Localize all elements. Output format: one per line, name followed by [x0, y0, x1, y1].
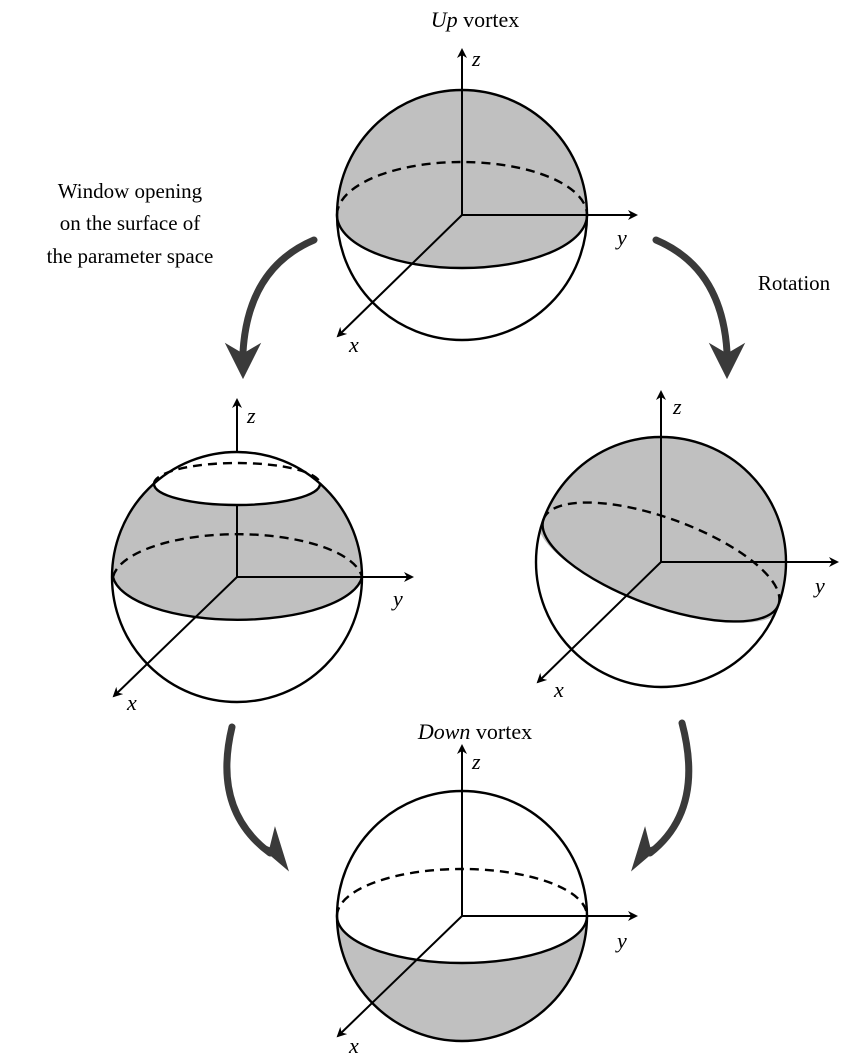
- down-vortex-title: Down vortex: [417, 719, 532, 744]
- y-label: y: [813, 573, 825, 598]
- equator-front: [111, 576, 364, 622]
- y-label: y: [615, 928, 627, 953]
- tilted-hemisphere-shade: [537, 437, 786, 623]
- x-label: x: [348, 1033, 359, 1057]
- tilted-equator-front: [541, 518, 780, 623]
- arrow-up-to-window: [224, 236, 318, 380]
- lower-hemisphere-shade: [337, 916, 587, 1041]
- tilted-equator-back: [542, 501, 781, 606]
- rotation-label: Rotation: [758, 271, 831, 295]
- equator-back: [335, 160, 589, 216]
- x-label: x: [126, 690, 137, 715]
- z-label: z: [471, 46, 481, 71]
- z-label: z: [672, 394, 682, 419]
- y-label: y: [615, 225, 627, 250]
- x-label: x: [348, 332, 359, 357]
- window-label-line-3: the parameter space: [47, 244, 214, 268]
- arrow-window-to-down: [223, 723, 289, 872]
- x-axis: [536, 561, 662, 684]
- sphere-up-vortex: z y x: [335, 46, 638, 357]
- arrow-up-to-rotation: [652, 236, 746, 380]
- x-label: x: [553, 677, 564, 702]
- x-axis: [112, 576, 238, 698]
- window-label-line-2: on the surface of: [60, 211, 201, 235]
- window-label-line-1: Window opening: [58, 179, 203, 203]
- arrow-rotation-to-down: [631, 719, 693, 872]
- up-vortex-title: Up vortex: [431, 7, 520, 32]
- z-label: z: [471, 749, 481, 774]
- sphere-rotation: z y x: [534, 390, 839, 702]
- sphere-window-opening: z y x: [110, 398, 414, 715]
- window-front-edge: [152, 483, 322, 507]
- z-label: z: [246, 403, 256, 428]
- equator-front: [335, 915, 589, 965]
- equator-front: [335, 214, 589, 270]
- x-axis: [336, 915, 463, 1038]
- window-fill: [154, 463, 320, 505]
- sphere-down-vortex: z y x: [335, 744, 638, 1057]
- x-axis: [336, 214, 463, 338]
- y-label: y: [391, 586, 403, 611]
